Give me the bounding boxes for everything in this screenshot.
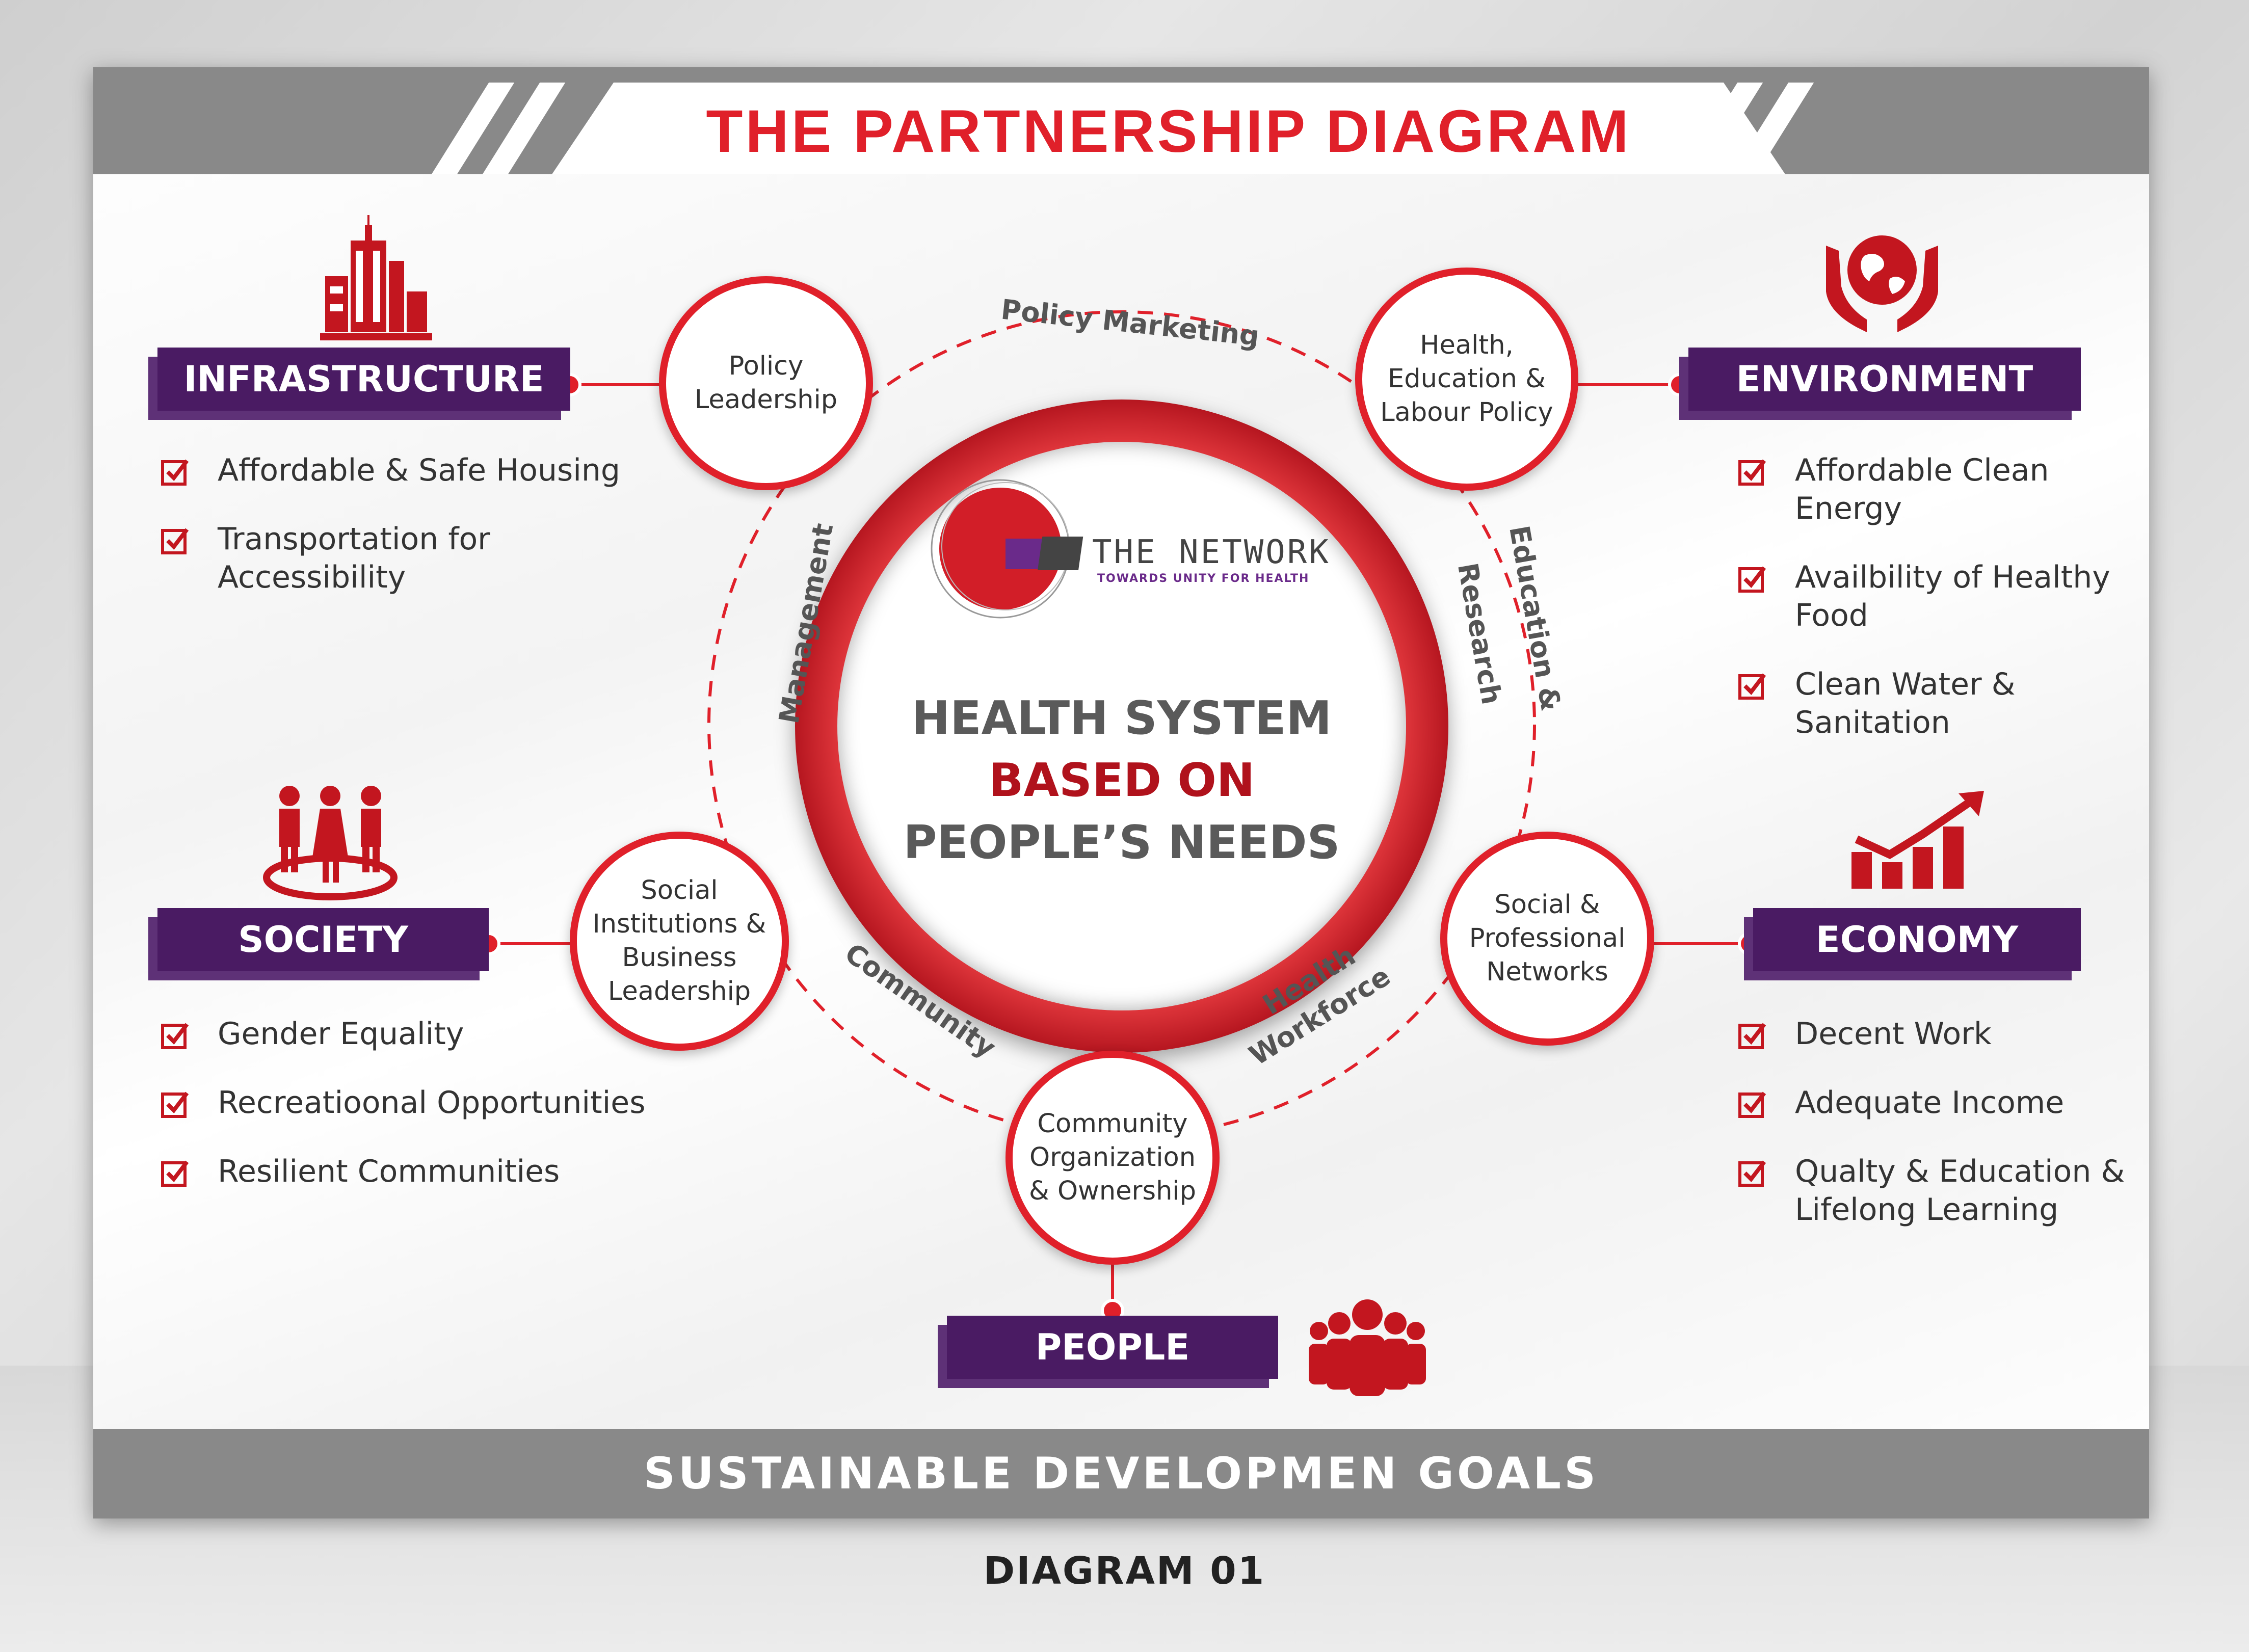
diagram-caption: DIAGRAM 01 <box>983 1549 1266 1593</box>
list-item: Adequate Income <box>1738 1084 2146 1122</box>
list-item-text: Gender Equality <box>218 1016 464 1052</box>
connector-dot-environment <box>1668 373 1691 396</box>
list-item-text: Availbility of Healthy Food <box>1795 559 2110 633</box>
list-item-text: Recreatioonal Opportunities <box>218 1085 646 1121</box>
checkbox-icon <box>161 528 189 554</box>
node-label: Social Institutions & Business Leadershi… <box>592 875 766 1006</box>
node-policy-leadership: Policy Leadership <box>659 276 873 490</box>
list-environment: Affordable Clean Energy Availbility of H… <box>1738 451 2146 772</box>
logo-tagline: TOWARDS UNITY FOR HEALTH <box>1097 572 1310 585</box>
label-people: PEOPLE <box>947 1316 1278 1379</box>
node-label: Policy Leadership <box>694 351 838 415</box>
list-infrastructure: Affordable & Safe Housing Transportation… <box>161 451 670 627</box>
list-economy: Decent Work Adequate Income Qualty & Edu… <box>1738 1015 2146 1260</box>
network-logo-icon <box>931 479 1083 619</box>
list-item-text: Decent Work <box>1795 1016 1992 1052</box>
crowd-icon <box>1309 1299 1426 1396</box>
list-item: Gender Equality <box>161 1015 721 1053</box>
checkbox-icon <box>1738 566 1766 593</box>
center-line-1: HEALTH SYSTEM <box>911 691 1332 745</box>
checkbox-icon <box>161 1160 189 1187</box>
list-item-text: Affordable & Safe Housing <box>218 452 621 488</box>
title-background <box>552 83 1785 174</box>
hands-globe-icon <box>1826 235 1938 332</box>
node-label: Social & Professional Networks <box>1469 890 1626 987</box>
growth-chart-icon <box>1851 791 1984 889</box>
list-item: Affordable & Safe Housing <box>161 451 670 490</box>
list-society: Gender Equality Recreatioonal Opportunit… <box>161 1015 721 1221</box>
list-item-text: Affordable Clean Energy <box>1795 452 2049 526</box>
list-item-text: Clean Water & Sanitation <box>1795 667 2016 740</box>
checkbox-icon <box>1738 1160 1766 1187</box>
people-group-icon <box>263 786 398 900</box>
checkbox-icon <box>1738 459 1766 486</box>
checkbox-icon <box>1738 1023 1766 1049</box>
checkbox-icon <box>161 459 189 486</box>
node-label: Health, Education & Labour Policy <box>1380 330 1553 428</box>
checkbox-icon <box>161 1023 189 1049</box>
list-item-text: Transportation for Accessibility <box>218 521 490 595</box>
list-item: Availbility of Healthy Food <box>1738 558 2146 635</box>
footer-bar: SUSTAINABLE DEVELOPMEN GOALS <box>93 1429 2149 1518</box>
center-line-3: PEOPLE’S NEEDS <box>903 816 1340 869</box>
checkbox-icon <box>1738 1091 1766 1118</box>
list-item: Clean Water & Sanitation <box>1738 665 2146 742</box>
diagram-board: THE PARTNERSHIP DIAGRAM THE NETWORK TOWA… <box>93 67 2149 1518</box>
label-environment: ENVIRONMENT <box>1688 348 2081 411</box>
building-icon <box>320 215 432 340</box>
list-item: Recreatioonal Opportunities <box>161 1084 721 1122</box>
logo-name: THE NETWORK <box>1092 534 1331 571</box>
label-society: SOCIETY <box>157 908 489 971</box>
list-item: Decent Work <box>1738 1015 2146 1053</box>
node-label: Community Organization & Ownership <box>1029 1109 1196 1206</box>
node-health-education: Health, Education & Labour Policy <box>1355 268 1578 491</box>
checkbox-icon <box>161 1091 189 1118</box>
list-item-text: Qualty & Education & Lifelong Learning <box>1795 1154 2125 1228</box>
list-item-text: Resilient Communities <box>218 1154 560 1189</box>
list-item-text: Adequate Income <box>1795 1085 2065 1121</box>
label-economy: ECONOMY <box>1753 908 2081 971</box>
node-community-organization: Community Organization & Ownership <box>1006 1051 1220 1265</box>
list-item: Transportation for Accessibility <box>161 520 670 597</box>
label-infrastructure: INFRASTRUCTURE <box>157 348 570 411</box>
list-item: Resilient Communities <box>161 1153 721 1191</box>
center-circle: THE NETWORK TOWARDS UNITY FOR HEALTH HEA… <box>837 442 1406 1010</box>
checkbox-icon <box>1738 673 1766 700</box>
node-social-professional: Social & Professional Networks <box>1440 832 1654 1046</box>
center-line-2: BASED ON <box>988 754 1255 807</box>
list-item: Affordable Clean Energy <box>1738 451 2146 528</box>
list-item: Qualty & Education & Lifelong Learning <box>1738 1153 2146 1229</box>
diagram-title: THE PARTNERSHIP DIAGRAM <box>706 98 1631 165</box>
